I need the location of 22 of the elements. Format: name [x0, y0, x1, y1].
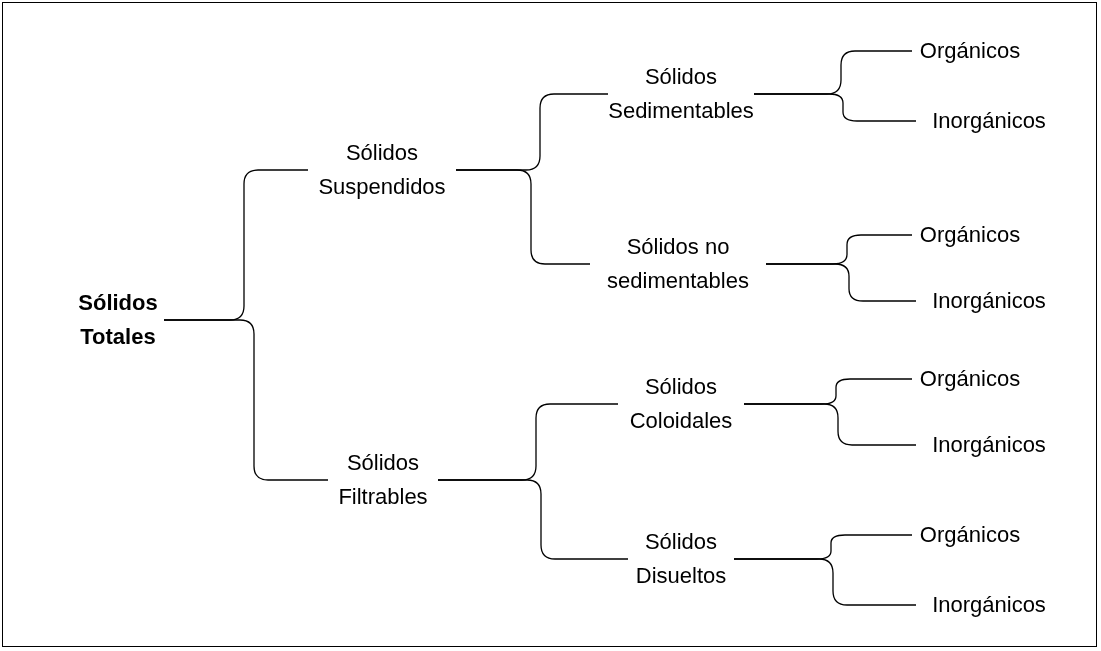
- category-label: Orgánicos: [912, 34, 1028, 68]
- category-label: Sólidos Filtrables: [328, 446, 438, 514]
- brace-connector: [743, 403, 917, 446]
- brace-connector: [765, 263, 917, 302]
- category-label: Inorgánicos: [916, 588, 1062, 622]
- brace-connector: [163, 319, 329, 481]
- category-label: Inorgánicos: [916, 428, 1062, 462]
- brace-connector: [733, 558, 917, 606]
- category-label: Sólidos Disueltos: [628, 525, 734, 593]
- category-label: Orgánicos: [912, 218, 1028, 252]
- category-label: Orgánicos: [912, 518, 1028, 552]
- category-label: Sólidos no sedimentables: [590, 230, 766, 298]
- category-label: Inorgánicos: [916, 284, 1062, 318]
- root-label: Sólidos Totales: [72, 286, 164, 354]
- category-label: Inorgánicos: [916, 104, 1062, 138]
- category-label: Sólidos Sedimentables: [608, 60, 754, 128]
- brace-connector: [437, 479, 629, 560]
- category-label: Orgánicos: [912, 362, 1028, 396]
- category-label: Sólidos Coloidales: [618, 370, 744, 438]
- brace-connector: [455, 169, 591, 265]
- brace-connector: [753, 93, 917, 122]
- category-label: Sólidos Suspendidos: [308, 136, 456, 204]
